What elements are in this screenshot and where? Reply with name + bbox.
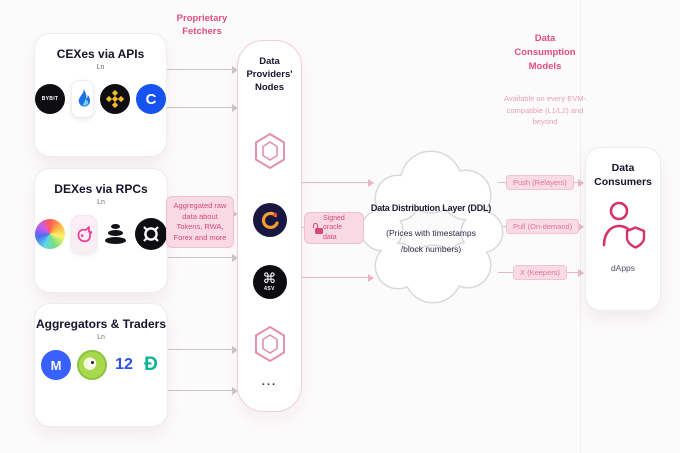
uniswap-icon xyxy=(71,215,97,253)
rainbow-dex-icon xyxy=(35,219,65,249)
data-providers-nodes-panel: Data Providers' Nodes ⌘ 4SV ... xyxy=(237,40,302,412)
pull-model-pill: Pull (On-demand) xyxy=(506,219,580,234)
twelvedata-icon: 12 xyxy=(115,356,133,373)
ddl-subtitle-line1: (Prices with timestamps xyxy=(386,228,476,238)
dapps-caption: dApps xyxy=(610,263,636,274)
bybit-label: BYBIT xyxy=(41,96,59,102)
dexes-box: DEXes via RPCs Ln xyxy=(34,168,168,293)
flow-arrow xyxy=(165,102,238,114)
more-nodes-ellipsis: ... xyxy=(261,376,278,389)
coinmarketcap-icon: M xyxy=(41,350,71,380)
balancer-icon xyxy=(103,224,129,244)
flow-arrow xyxy=(167,344,238,356)
aggregators-subtitle: Ln xyxy=(97,334,105,341)
coinbase-label: C xyxy=(145,90,157,108)
node-hexagon-icon xyxy=(252,132,288,175)
aggregated-data-badge: Aggregated raw data about Tokens, RWA, F… xyxy=(166,196,234,248)
x-model-pill: X (Keepers) xyxy=(513,265,568,280)
dapps-user-shield-icon xyxy=(600,199,646,254)
ddl-subtitle-line2: /block numbers) xyxy=(400,244,462,254)
data-consumers-title: Data Consumers xyxy=(594,162,652,188)
flow-arrow xyxy=(301,177,374,189)
dex-ring-icon xyxy=(135,218,167,250)
binance-icon xyxy=(100,84,130,114)
node-4sv-icon: ⌘ 4SV xyxy=(252,265,287,300)
command-glyph: ⌘ xyxy=(262,270,277,287)
flow-arrow xyxy=(301,272,374,284)
proprietary-fetchers-label: Proprietary Fetchers xyxy=(176,13,228,37)
node-orange-arc-icon xyxy=(252,203,287,238)
4sv-label: 4SV xyxy=(264,285,275,292)
flow-arrow xyxy=(165,64,238,76)
push-model-pill: Push (Relayers) xyxy=(506,175,574,190)
huobi-icon xyxy=(71,80,94,118)
node-hexagon-icon-2 xyxy=(252,325,288,368)
dexes-logos xyxy=(35,215,167,253)
cexes-subtitle: Ln xyxy=(96,64,105,71)
dexes-title: DEXes via RPCs xyxy=(54,182,148,196)
aggregators-title: Aggregators & Traders xyxy=(35,317,167,331)
ddl-title: Data Distribution Layer (DDL) xyxy=(370,203,492,213)
cexes-title: CEXes via APIs xyxy=(56,47,145,61)
data-consumers-box: Data Consumers dApps xyxy=(585,147,661,311)
availability-note: Available on every EVM-compatible (L1/L2… xyxy=(504,94,586,127)
coinbase-icon: C xyxy=(136,84,166,114)
cexes-logos: BYBIT C xyxy=(35,80,166,118)
coingecko-icon xyxy=(77,350,107,380)
dexes-subtitle: Ln xyxy=(97,199,105,206)
lock-icon xyxy=(311,222,323,234)
data-consumption-models-title: Data Consumption Models xyxy=(514,33,576,72)
cexes-box: CEXes via APIs Ln BYBIT xyxy=(34,33,167,157)
providers-title: Data Providers' Nodes xyxy=(246,56,293,93)
bybit-icon: BYBIT xyxy=(35,84,65,114)
signed-oracle-data-label: Signed oracle data xyxy=(323,215,345,241)
aggregators-box: Aggregators & Traders Ln M 12 Ð xyxy=(34,303,168,427)
signed-oracle-data-badge: Signed oracle data xyxy=(304,212,364,244)
flow-arrow xyxy=(168,252,238,264)
cmc-label: M xyxy=(50,357,62,373)
flow-arrow xyxy=(167,385,238,397)
dex-trader-icon: Ð xyxy=(144,354,158,375)
aggregators-logos: M 12 Ð xyxy=(35,350,167,380)
ddl-cloud xyxy=(358,150,504,314)
